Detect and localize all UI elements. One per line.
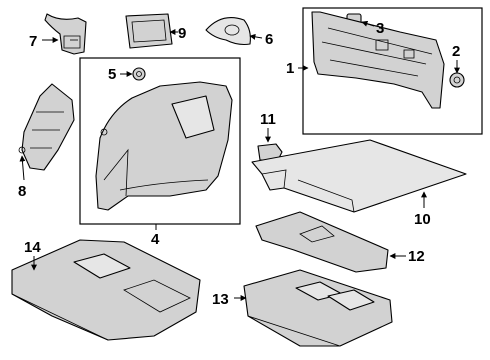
callout-13: 13 <box>212 291 229 308</box>
callout-6: 6 <box>265 31 273 48</box>
leader-6 <box>249 33 263 40</box>
part-14-storage-tray <box>11 239 201 341</box>
callout-2: 2 <box>452 43 460 60</box>
callout-7: 7 <box>29 33 37 50</box>
part-13-organizer-tray <box>243 269 393 347</box>
callout-8: 8 <box>18 183 26 200</box>
leader-8 <box>19 155 26 181</box>
callout-11: 11 <box>260 111 276 128</box>
callout-3: 3 <box>376 20 384 37</box>
callout-10: 10 <box>414 211 431 228</box>
callout-14: 14 <box>24 239 41 256</box>
part-1-panel-trim <box>311 11 445 109</box>
part-5-fastener <box>132 67 146 81</box>
part-12-floor-insert <box>255 211 389 273</box>
part-6-bracket <box>205 17 251 46</box>
leader-3 <box>361 20 375 27</box>
part-11-block <box>257 143 283 161</box>
callout-5: 5 <box>108 66 116 83</box>
part-2-retainer <box>449 72 465 88</box>
callout-12: 12 <box>408 248 425 265</box>
part-9-module <box>125 13 173 49</box>
callout-4: 4 <box>151 231 160 248</box>
part-7-trim-cover <box>44 13 87 55</box>
callout-1: 1 <box>286 60 294 77</box>
part-10-load-floor <box>251 139 467 213</box>
callout-9: 9 <box>178 25 186 42</box>
group-box-1 <box>302 7 483 135</box>
group-box-4 <box>79 57 241 225</box>
part-4-quarter-trim <box>95 81 233 211</box>
part-8-side-bracket <box>18 83 75 171</box>
